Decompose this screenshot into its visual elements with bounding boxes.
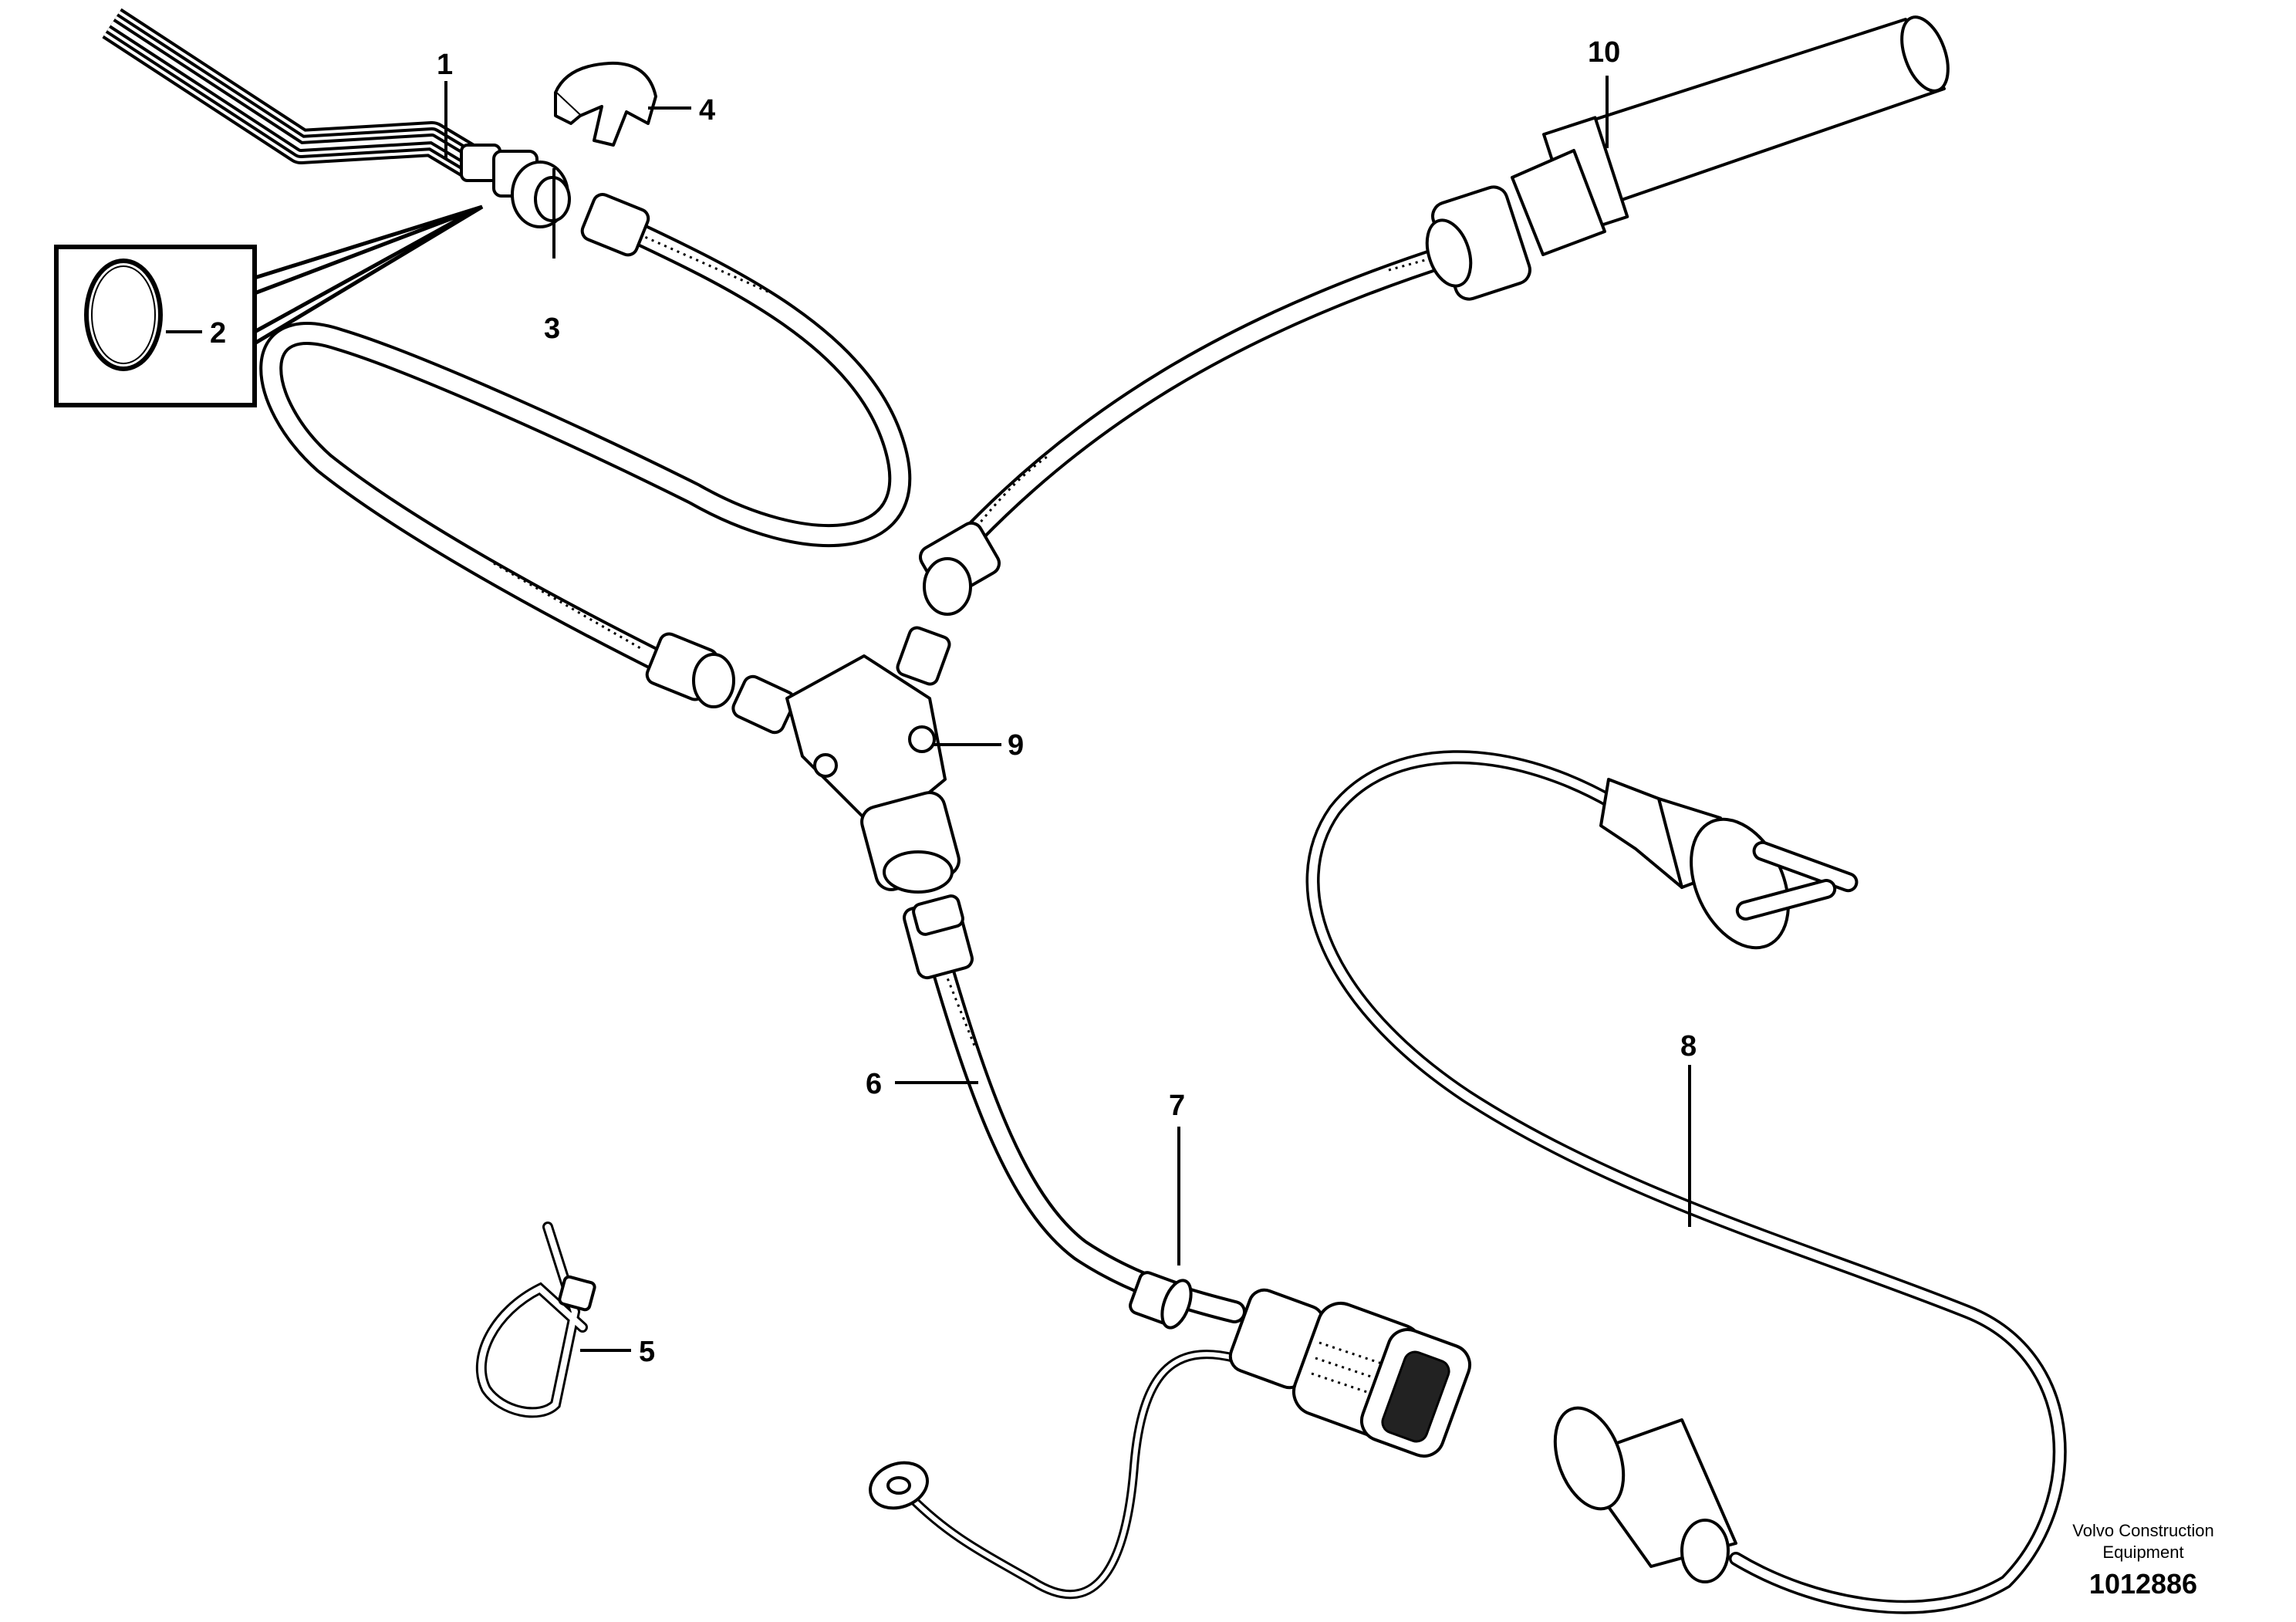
clip-part	[554, 61, 657, 147]
o-ring-detail-box	[54, 204, 484, 407]
cable-connector-part	[869, 1271, 1472, 1600]
callout-3: 3	[544, 313, 560, 345]
drawing-number: 1012886	[2088, 1568, 2198, 1600]
callout-labels: 1 2 3 4 5 6 7 8 9 10	[210, 36, 1697, 1368]
power-cord-part	[1305, 750, 2067, 1614]
cable-tie-part	[475, 1222, 596, 1418]
callout-7: 7	[1169, 1090, 1185, 1122]
callout-4: 4	[699, 94, 715, 127]
callout-2: 2	[210, 317, 226, 350]
callout-6: 6	[866, 1068, 882, 1100]
heater-element-part	[919, 15, 1950, 616]
tee-fitting-part	[731, 626, 961, 894]
callout-8: 8	[1680, 1030, 1697, 1063]
callout-5: 5	[639, 1336, 655, 1368]
brand-label: Volvo Construction Equipment	[2072, 1521, 2214, 1562]
callout-1: 1	[437, 49, 453, 81]
long-hose-part	[259, 193, 912, 708]
leader-lines	[166, 76, 1691, 1352]
sensor-harness-part	[102, 8, 571, 228]
callout-10: 10	[1588, 36, 1620, 69]
callout-9: 9	[1008, 729, 1024, 762]
drawing-info: Volvo Construction Equipment 1012886	[2043, 1520, 2244, 1600]
